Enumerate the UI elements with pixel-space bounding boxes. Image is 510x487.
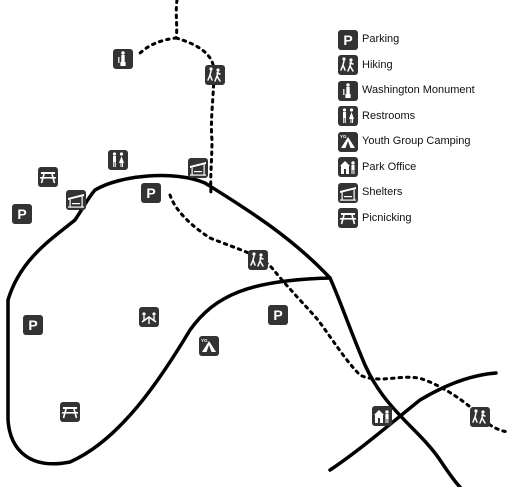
picnicking-icon	[38, 167, 58, 187]
road-loop	[6, 173, 332, 466]
hiking-icon	[470, 407, 490, 427]
legend-row-picnicking: Picnicking	[338, 206, 508, 232]
legend-label: Parking	[362, 33, 400, 46]
svg-text:YG: YG	[201, 338, 208, 343]
legend-label: Washington Monument	[362, 84, 475, 97]
parking-icon: P	[12, 204, 32, 224]
washington-monument-icon	[338, 80, 358, 101]
legend-row-washington-monument: Washington Monument	[338, 78, 508, 104]
parking-icon: P	[268, 305, 288, 325]
legend-row-hiking: Hiking	[338, 53, 508, 79]
legend-label: Park Office	[362, 160, 417, 173]
parking-icon: P	[23, 315, 43, 335]
hiking-icon	[205, 65, 225, 85]
park-office-icon	[338, 157, 358, 178]
legend-row-park-office: Park Office	[338, 155, 508, 181]
legend-row-parking: P Parking	[338, 27, 508, 53]
road-south-branch	[328, 276, 462, 487]
park-office-icon	[372, 406, 392, 426]
legend: P Parking Hiking Washington Monumen	[338, 27, 508, 231]
picnicking-icon	[60, 402, 80, 422]
svg-text:P: P	[146, 185, 155, 201]
legend-row-youth-group-camping: YG Youth Group Camping	[338, 129, 508, 155]
svg-text:P: P	[17, 206, 26, 222]
youth-group-camping-icon: YG	[199, 336, 219, 356]
legend-label: Restrooms	[362, 109, 416, 122]
legend-row-shelters: Shelters	[338, 180, 508, 206]
picnicking-icon	[338, 208, 358, 229]
hiking-trail-north	[136, 0, 216, 197]
legend-label: Picnicking	[362, 211, 412, 224]
hiking-icon	[248, 250, 268, 270]
youth-group-camping-icon: YG	[338, 131, 358, 152]
legend-row-restrooms: Restrooms	[338, 104, 508, 130]
hiking-icon	[338, 55, 358, 76]
parking-icon: P	[141, 183, 161, 203]
svg-text:P: P	[273, 307, 282, 323]
washington-monument-icon	[113, 49, 133, 69]
shelters-icon	[188, 158, 208, 178]
camping-badge-text: YG	[340, 134, 347, 139]
restrooms-icon	[108, 150, 128, 170]
svg-text:P: P	[28, 317, 37, 333]
svg-text:P: P	[343, 32, 352, 48]
legend-label: Youth Group Camping	[362, 135, 471, 148]
legend-label: Shelters	[362, 186, 403, 199]
playground-icon	[139, 307, 159, 327]
legend-label: Hiking	[362, 58, 393, 71]
road-southeast-cross	[328, 371, 498, 472]
shelters-icon	[338, 182, 358, 203]
parking-icon: P	[338, 29, 358, 50]
marker-layer: P P P P YG	[12, 49, 490, 427]
restrooms-icon	[338, 106, 358, 127]
shelters-icon	[66, 190, 86, 210]
